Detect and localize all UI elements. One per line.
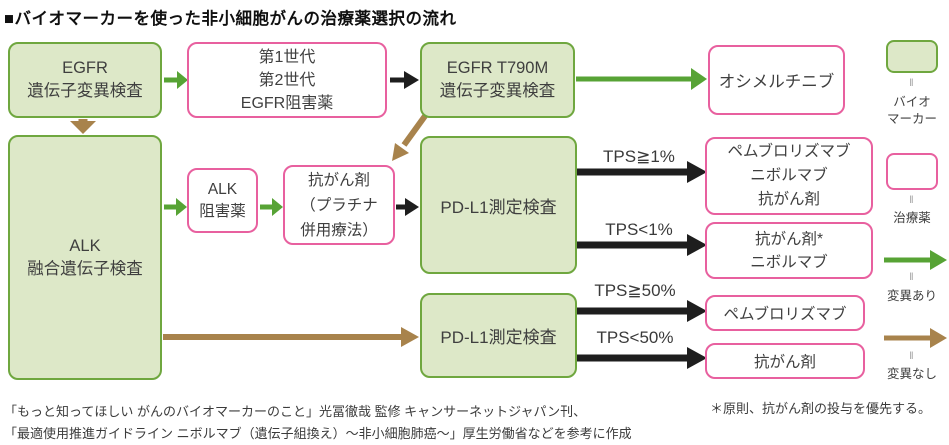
arrow-chemo-platinum-to-pdl1 xyxy=(396,198,419,216)
diagram-title: ■バイオマーカーを使った非小細胞がんの治療薬選択の流れ xyxy=(4,10,457,28)
legend-equals-1: ‖ xyxy=(909,78,915,89)
legend-mutation-negative-label: 変異なし xyxy=(886,367,937,381)
label-tps-lt1: TPS<1% xyxy=(605,220,673,239)
node-chemo: 抗がん剤 xyxy=(705,343,865,379)
node-pembrolizumab: ペムブロリズマブ xyxy=(705,295,865,331)
node-gen1-gen2-egfr-inhibitors: 第1世代 第2世代 EGFR阻害薬 xyxy=(187,42,387,118)
legend-mutation-positive-label: 変異あり xyxy=(886,289,937,303)
arrow-egfr-down-to-alk xyxy=(70,119,96,134)
node-alk-fusion-gene-test: ALK 融合遺伝子検査 xyxy=(8,135,162,380)
node-pdl1-test-1: PD-L1測定検査 xyxy=(420,136,577,274)
legend-equals-4: ‖ xyxy=(909,351,915,362)
footnote-chemo-priority: ＊原則、抗がん剤の投与を優先する。 xyxy=(710,401,932,416)
arrow-alk-to-alk-inhibitor xyxy=(164,198,187,216)
label-tps-lt50: TPS<50% xyxy=(596,328,674,347)
node-osimertinib: オシメルチニブ xyxy=(708,45,845,115)
arrow-tps-ge50 xyxy=(577,300,707,322)
arrow-t790m-to-osimertinib xyxy=(576,68,707,90)
label-tps-ge1: TPS≧1% xyxy=(603,147,675,166)
legend-biomarker-label: バイオ マーカー xyxy=(886,95,937,126)
node-egfr-mutation-test: EGFR 遺伝子変異検査 xyxy=(8,42,162,118)
arrow-gen-inhibitors-to-t790m xyxy=(390,71,419,89)
label-tps-ge50: TPS≧50% xyxy=(594,281,676,300)
legend-drug-label: 治療薬 xyxy=(893,211,931,225)
source-line-1: 「もっと知ってほしい がんのバイオマーカーのこと」光冨徹哉 監修 キャンサーネッ… xyxy=(4,404,587,419)
arrow-alk-negative-to-pdl1-2 xyxy=(163,327,419,347)
node-chemo-nivolumab: 抗がん剤* ニボルマブ xyxy=(705,222,873,279)
node-egfr-t790m-test: EGFR T790M 遺伝子変異検査 xyxy=(420,42,575,118)
legend-equals-2: ‖ xyxy=(909,195,915,206)
legend-biomarker-box-icon xyxy=(886,40,938,73)
legend-equals-3: ‖ xyxy=(909,272,915,283)
legend-drug-box-icon xyxy=(886,153,938,190)
node-alk-inhibitor: ALK 阻害薬 xyxy=(187,168,258,233)
source-credits: 「もっと知ってほしい がんのバイオマーカーのこと」光冨徹哉 監修 キャンサーネッ… xyxy=(4,401,704,444)
legend: ‖ バイオ マーカー ‖ 治療薬 ‖ 変異あり ‖ 変異なし xyxy=(862,38,949,383)
arrow-tps-lt50 xyxy=(577,347,707,369)
source-line-2: 「最適使用推進ガイドライン ニボルマブ（遺伝子組換え）～非小細胞肺癌～」厚生労働… xyxy=(4,425,632,441)
node-pembrolizumab-nivolumab-chemo: ペムブロリズマブ ニボルマブ 抗がん剤 xyxy=(705,137,873,215)
node-pdl1-test-2: PD-L1測定検査 xyxy=(420,293,577,378)
node-chemo-platinum-combination: 抗がん剤 （プラチナ 併用療法） xyxy=(283,165,395,245)
arrow-egfr-to-gen-inhibitors xyxy=(164,71,188,89)
arrow-alk-inhibitor-to-chemo-platinum xyxy=(260,198,283,216)
